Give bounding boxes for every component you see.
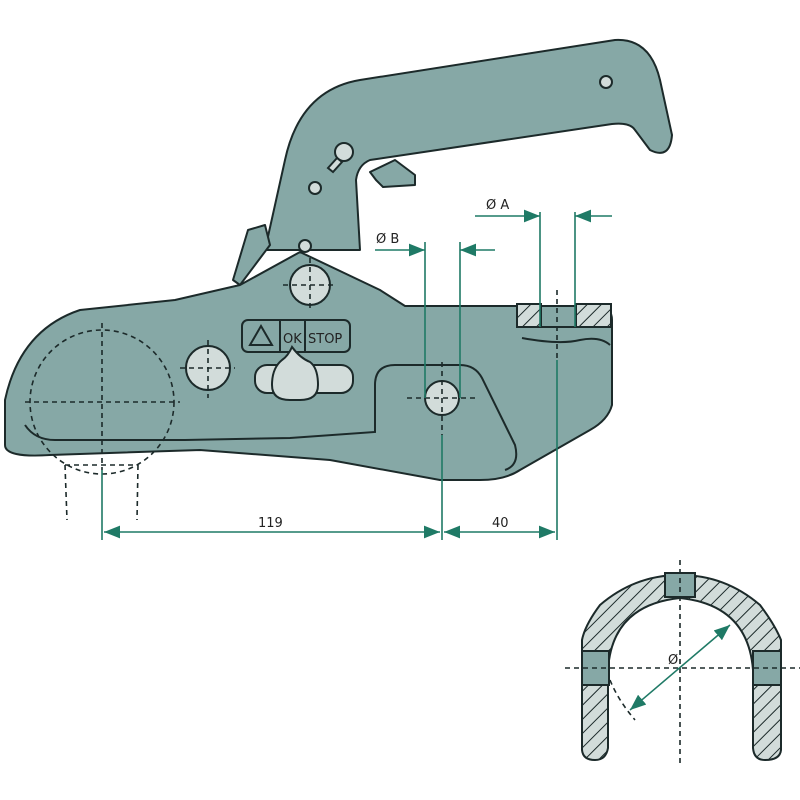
handle-small-pin [308, 181, 322, 195]
key-slot [326, 156, 344, 174]
wear-indicator: OK STOP [241, 319, 354, 401]
label-dia-b: Ø B [376, 232, 399, 247]
side-lock [232, 224, 271, 286]
label-dia-a: Ø A [486, 198, 509, 213]
section-right-hatch [575, 303, 612, 328]
housing-inner-edge [24, 364, 518, 471]
section-left-hatch [516, 303, 542, 328]
warning-triangle-icon [248, 324, 274, 346]
key-hole [334, 142, 354, 162]
indicator-pointer [270, 345, 320, 401]
handle-lever [264, 38, 673, 251]
section-view [565, 560, 800, 765]
label-dia-section: Ø [668, 653, 678, 668]
label-dim-40: 40 [492, 516, 509, 531]
indicator-ok: OK [283, 332, 302, 347]
dimension-lines [101, 209, 612, 540]
latch-tab [369, 159, 416, 188]
indicator-stop: STOP [308, 332, 342, 347]
handle-pin [599, 75, 613, 89]
ball-neck [64, 464, 139, 521]
label-dim-119: 119 [258, 516, 283, 531]
break-line [518, 326, 611, 346]
pivot-pin-top [298, 239, 312, 253]
